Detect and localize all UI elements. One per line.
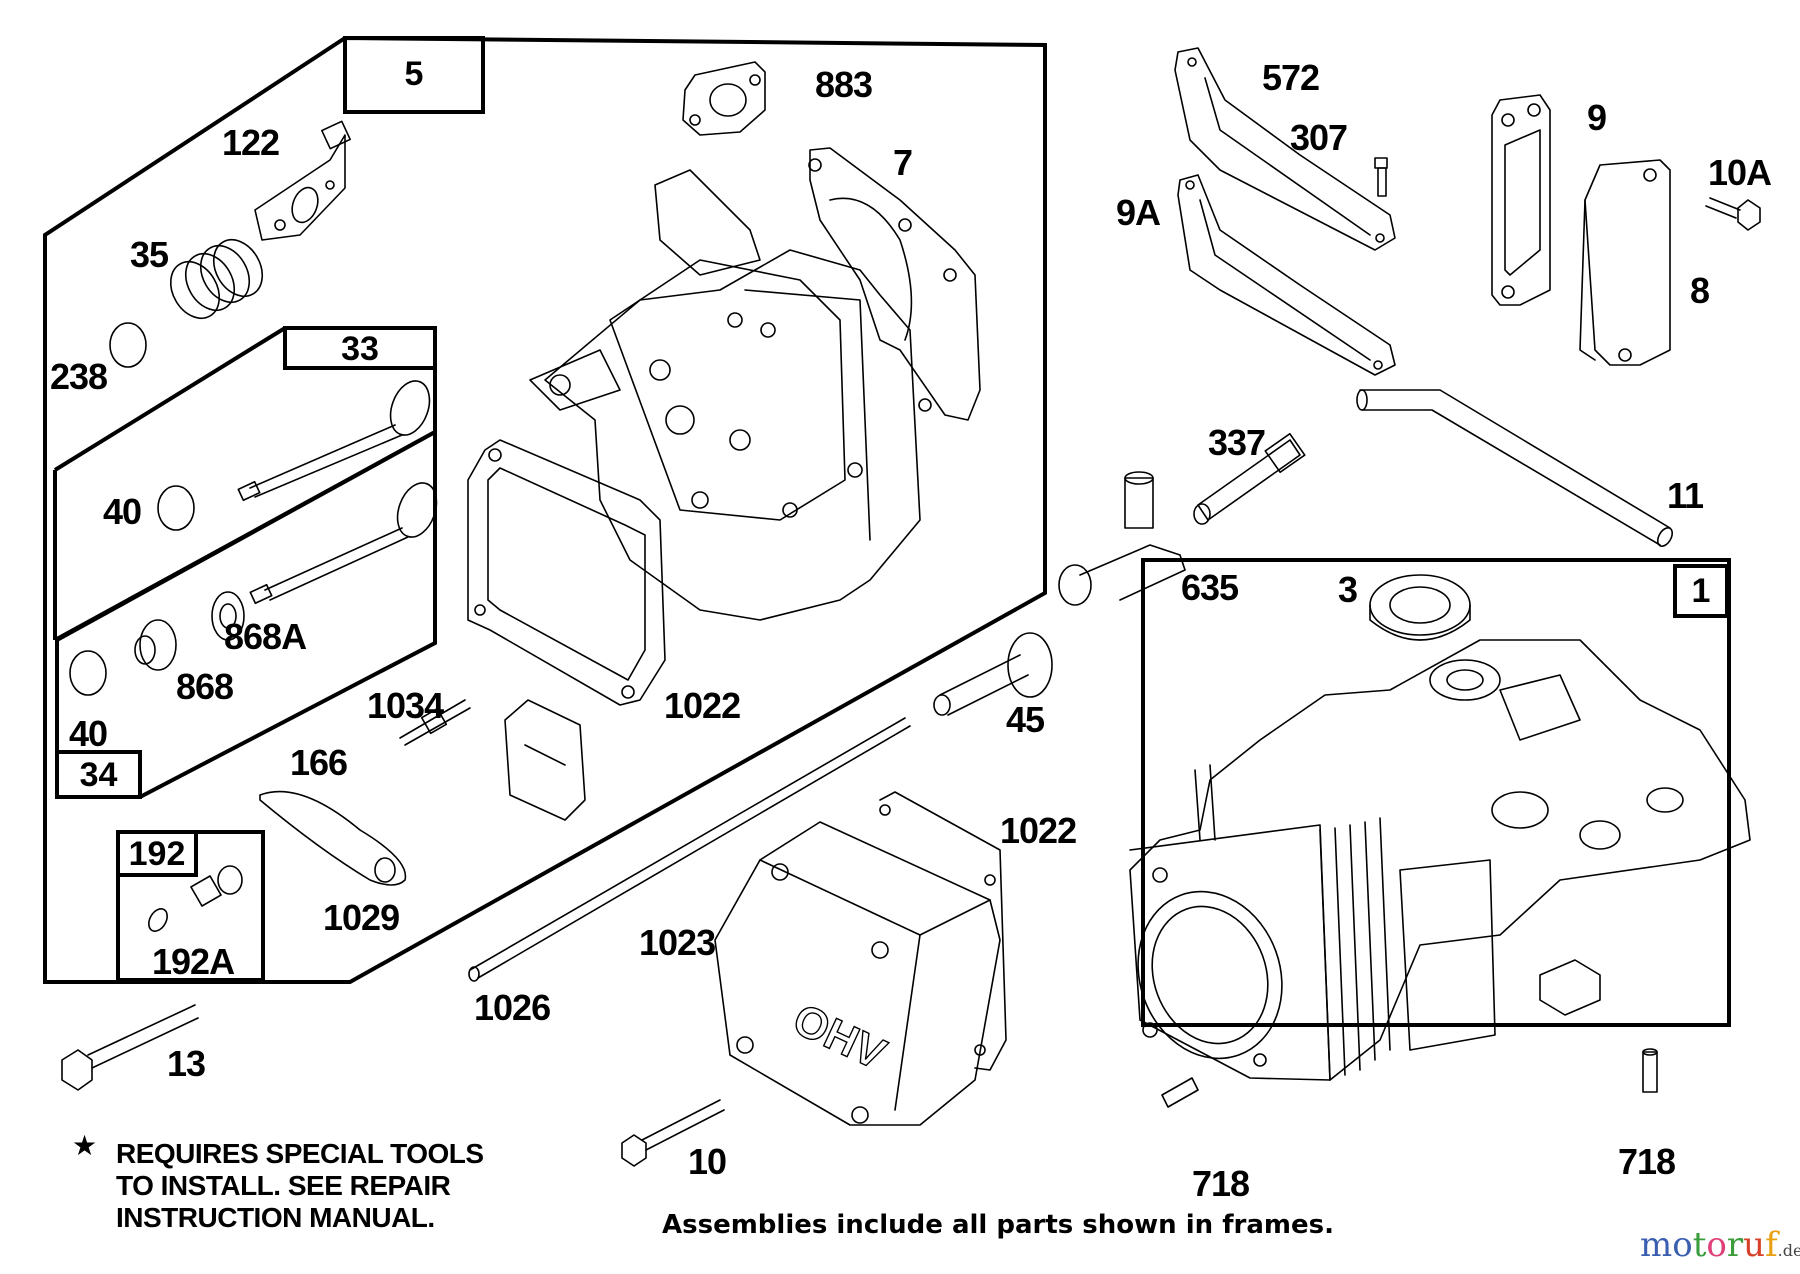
watermark-logo: motoruf.de	[1640, 1228, 1800, 1262]
part-13-bolt	[61, 1004, 199, 1091]
part-label-8: 8	[1690, 270, 1710, 311]
wm-letter: r	[1726, 1225, 1744, 1265]
frame-5-outline	[43, 36, 1047, 984]
frame-192-label: 192	[128, 835, 186, 873]
part-1-cylinder-block	[1129, 639, 1751, 1081]
part-label-1023: 1023	[639, 922, 716, 963]
wm-letter: f	[1765, 1225, 1778, 1265]
part-label-868a: 868A	[224, 616, 307, 657]
part-label-1029: 1029	[323, 897, 400, 938]
part-label-868: 868	[176, 666, 234, 707]
part-238-cap	[109, 322, 147, 368]
part-label-40-lower: 40	[69, 713, 108, 754]
part-label-883: 883	[815, 64, 873, 105]
part-label-337: 337	[1208, 422, 1266, 463]
wm-letter: o	[1706, 1225, 1727, 1265]
part-307-screw	[1374, 157, 1388, 197]
part-label-35: 35	[130, 234, 169, 275]
part-label-635: 635	[1181, 567, 1239, 608]
part-label-40-upper: 40	[103, 491, 142, 532]
part-34-valve	[249, 482, 438, 605]
part-718-dowel-left	[1161, 1077, 1199, 1108]
part-label-11: 11	[1667, 475, 1704, 516]
part-label-1034: 1034	[367, 685, 444, 726]
part-635-fitting	[1058, 471, 1186, 606]
frame-33-label: 33	[341, 330, 379, 368]
part-35-spring	[169, 238, 264, 320]
part-label-192a: 192A	[152, 941, 235, 982]
part-label-1022-lower: 1022	[1000, 810, 1077, 851]
part-label-13: 13	[167, 1043, 206, 1084]
part-1034-rocker-plate	[504, 699, 586, 821]
frame-1-label: 1	[1691, 572, 1711, 610]
assemblies-note: Assemblies include all parts shown in fr…	[662, 1210, 1334, 1240]
part-label-718-right: 718	[1618, 1141, 1676, 1182]
part-7-head-gasket	[808, 147, 981, 421]
part-1026-push-rod	[468, 717, 911, 982]
black-star-icon: ★	[72, 1130, 98, 1161]
part-label-1026: 1026	[474, 987, 551, 1028]
wm-letter: u	[1743, 1225, 1766, 1265]
note-line-2: TO INSTALL. SEE REPAIR	[116, 1170, 451, 1201]
wm-tld: .de	[1777, 1241, 1800, 1260]
part-122-spacer	[254, 120, 351, 241]
part-label-45: 45	[1006, 699, 1045, 740]
part-45-breather-tube	[933, 632, 1053, 716]
part-1022-gasket-upper	[467, 439, 666, 706]
wm-letter: o	[1672, 1225, 1693, 1265]
part-40-retainer-lower	[69, 650, 107, 696]
part-3-oil-seal	[1369, 574, 1471, 641]
wm-letter: t	[1692, 1225, 1707, 1265]
part-166-stud	[399, 699, 471, 746]
part-label-572: 572	[1262, 57, 1320, 98]
part-label-10: 10	[688, 1141, 727, 1182]
part-883-gasket	[682, 61, 766, 136]
part-40-retainer-upper	[157, 485, 195, 531]
part-8-cover	[1579, 159, 1671, 366]
part-9-gasket	[1491, 94, 1551, 306]
part-label-9: 9	[1587, 97, 1607, 138]
frame-192-outline	[116, 830, 265, 982]
part-1029-rocker-arm	[259, 790, 407, 886]
part-868a-washer	[211, 591, 245, 641]
part-9a-gasket	[1177, 174, 1396, 376]
frame-33-34-outline	[53, 326, 437, 799]
part-718-dowel-right	[1642, 1048, 1658, 1093]
part-label-718-left: 718	[1192, 1163, 1250, 1204]
part-label-1022-upper: 1022	[664, 685, 741, 726]
part-337-spark-plug	[1193, 432, 1306, 525]
ohv-cover-lettering: OHV	[786, 995, 894, 1080]
note-line-3: INSTRUCTION MANUAL.	[116, 1202, 435, 1233]
frame-34-label: 34	[79, 756, 118, 794]
part-1023-rocker-cover	[714, 821, 1001, 1126]
part-label-166: 166	[290, 742, 348, 783]
part-label-307: 307	[1290, 117, 1348, 158]
special-tools-note: REQUIRES SPECIAL TOOLS TO INSTALL. SEE R…	[116, 1138, 484, 1234]
frame-5-label-box	[343, 36, 485, 114]
frame-5-label: 5	[404, 55, 424, 93]
part-label-122: 122	[222, 122, 280, 163]
part-11-tube	[1356, 389, 1674, 547]
part-cylinder-head	[529, 169, 921, 621]
part-label-7: 7	[893, 142, 913, 183]
frame-1-outline	[1141, 558, 1731, 1027]
part-label-238: 238	[50, 356, 108, 397]
part-label-9a: 9A	[1116, 192, 1161, 233]
part-label-3: 3	[1338, 569, 1358, 610]
part-192a-set-screw	[148, 908, 168, 932]
part-572-gasket	[1174, 47, 1396, 251]
note-line-1: REQUIRES SPECIAL TOOLS	[116, 1138, 484, 1169]
part-label-10a: 10A	[1708, 152, 1772, 193]
part-192-adjuster	[190, 865, 243, 907]
part-10-screw	[621, 1099, 725, 1167]
part-868-seal	[134, 619, 177, 671]
wm-letter: m	[1640, 1225, 1673, 1265]
part-10a-screw	[1705, 197, 1761, 231]
part-33-valve	[237, 380, 431, 502]
part-1022-gasket-lower	[879, 791, 1007, 1071]
